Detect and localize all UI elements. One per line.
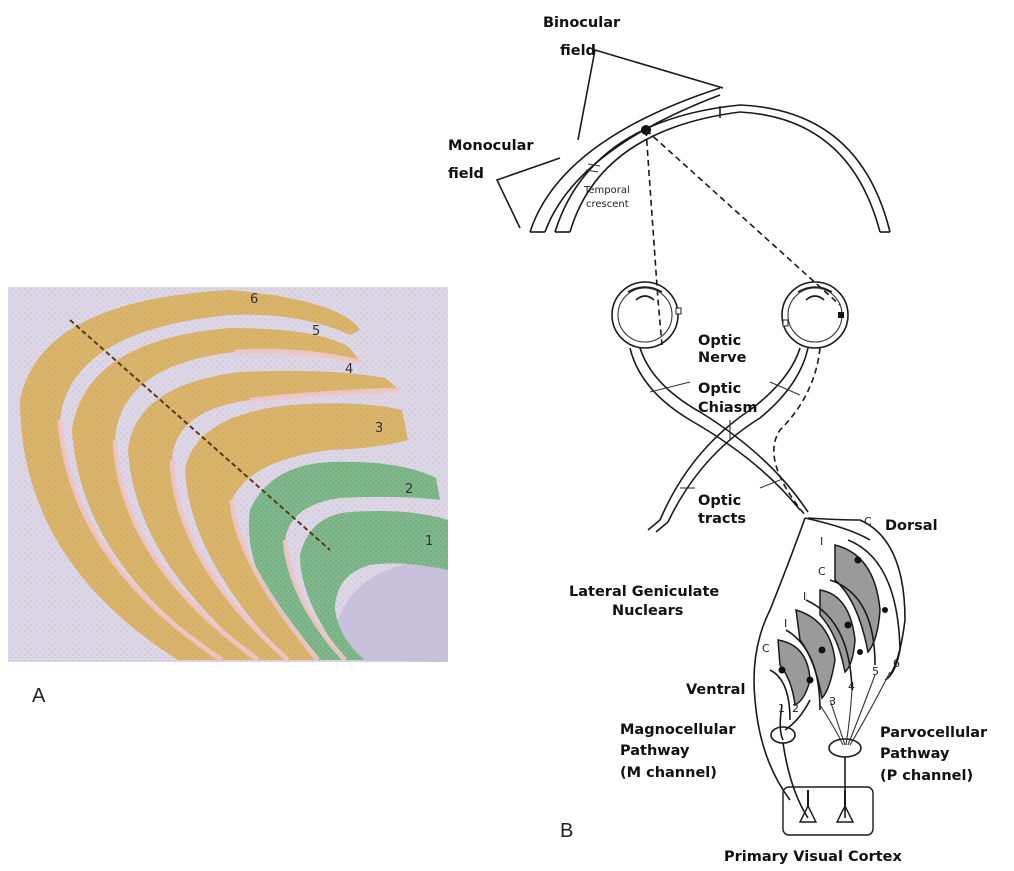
lgn-mark-i-2: I bbox=[803, 590, 806, 603]
layer-label-2: 2 bbox=[405, 482, 413, 497]
label-parvocellular-1: Parvocellular bbox=[880, 725, 988, 741]
left-eye bbox=[612, 282, 681, 348]
ray-right-eye bbox=[646, 130, 840, 305]
label-monocular-field-1: Monocular bbox=[448, 138, 534, 154]
label-magnocellular-2: Pathway bbox=[620, 743, 690, 759]
label-optic-chiasm-1: Optic bbox=[698, 381, 741, 397]
label-ventral: Ventral bbox=[686, 682, 745, 698]
label-parvocellular-3: (P channel) bbox=[880, 768, 973, 784]
lgn-num-5: 5 bbox=[872, 665, 879, 678]
label-magnocellular-3: (M channel) bbox=[620, 765, 717, 781]
label-temporal-crescent-2: crescent bbox=[586, 199, 629, 210]
layer-label-3: 3 bbox=[375, 421, 383, 436]
panel-b-visual-pathway: C C C I I I 1 2 3 4 5 6 bbox=[448, 15, 988, 865]
label-dorsal: Dorsal bbox=[885, 518, 938, 534]
lgn-mark-c-2: C bbox=[818, 565, 826, 578]
panel-a-letter: A bbox=[32, 685, 46, 707]
layer-label-4: 4 bbox=[345, 362, 353, 377]
right-eye bbox=[782, 282, 848, 348]
label-optic-tracts-1: Optic bbox=[698, 493, 741, 509]
label-optic-tracts-2: tracts bbox=[698, 511, 746, 527]
label-parvocellular-2: Pathway bbox=[880, 746, 950, 762]
label-monocular-field-2: field bbox=[448, 166, 484, 182]
output-pathways bbox=[771, 672, 890, 818]
ray-left-eye bbox=[646, 130, 662, 345]
lgn-num-2: 2 bbox=[792, 702, 799, 715]
lgn-num-6: 6 bbox=[893, 657, 900, 670]
label-binocular-field-1: Binocular bbox=[543, 15, 621, 31]
label-optic-nerve-1: Optic bbox=[698, 333, 741, 349]
panel-b-letter: B bbox=[560, 820, 573, 842]
label-lgn-1: Lateral Geniculate bbox=[569, 584, 719, 600]
label-optic-chiasm-2: Chiasm bbox=[698, 400, 757, 416]
label-temporal-crescent-1: Temporal bbox=[583, 185, 630, 196]
label-magnocellular-1: Magnocellular bbox=[620, 722, 736, 738]
lgn-mark-i-3: I bbox=[784, 617, 787, 630]
label-optic-nerve-2: Nerve bbox=[698, 350, 747, 366]
layer-label-5: 5 bbox=[312, 324, 320, 339]
label-binocular-field-2: field bbox=[560, 43, 596, 59]
lgn-mark-c-1: C bbox=[864, 515, 872, 528]
lgn-mark-c-3: C bbox=[762, 642, 770, 655]
label-lgn-2: Nuclears bbox=[612, 603, 683, 619]
label-primary-visual-cortex: Primary Visual Cortex bbox=[724, 849, 903, 865]
layer-label-6: 6 bbox=[250, 292, 258, 307]
lgn-mark-i-1: I bbox=[820, 535, 823, 548]
panel-a-histology: 6 5 4 3 2 1 A bbox=[8, 287, 448, 707]
layer-label-1: 1 bbox=[425, 534, 433, 549]
